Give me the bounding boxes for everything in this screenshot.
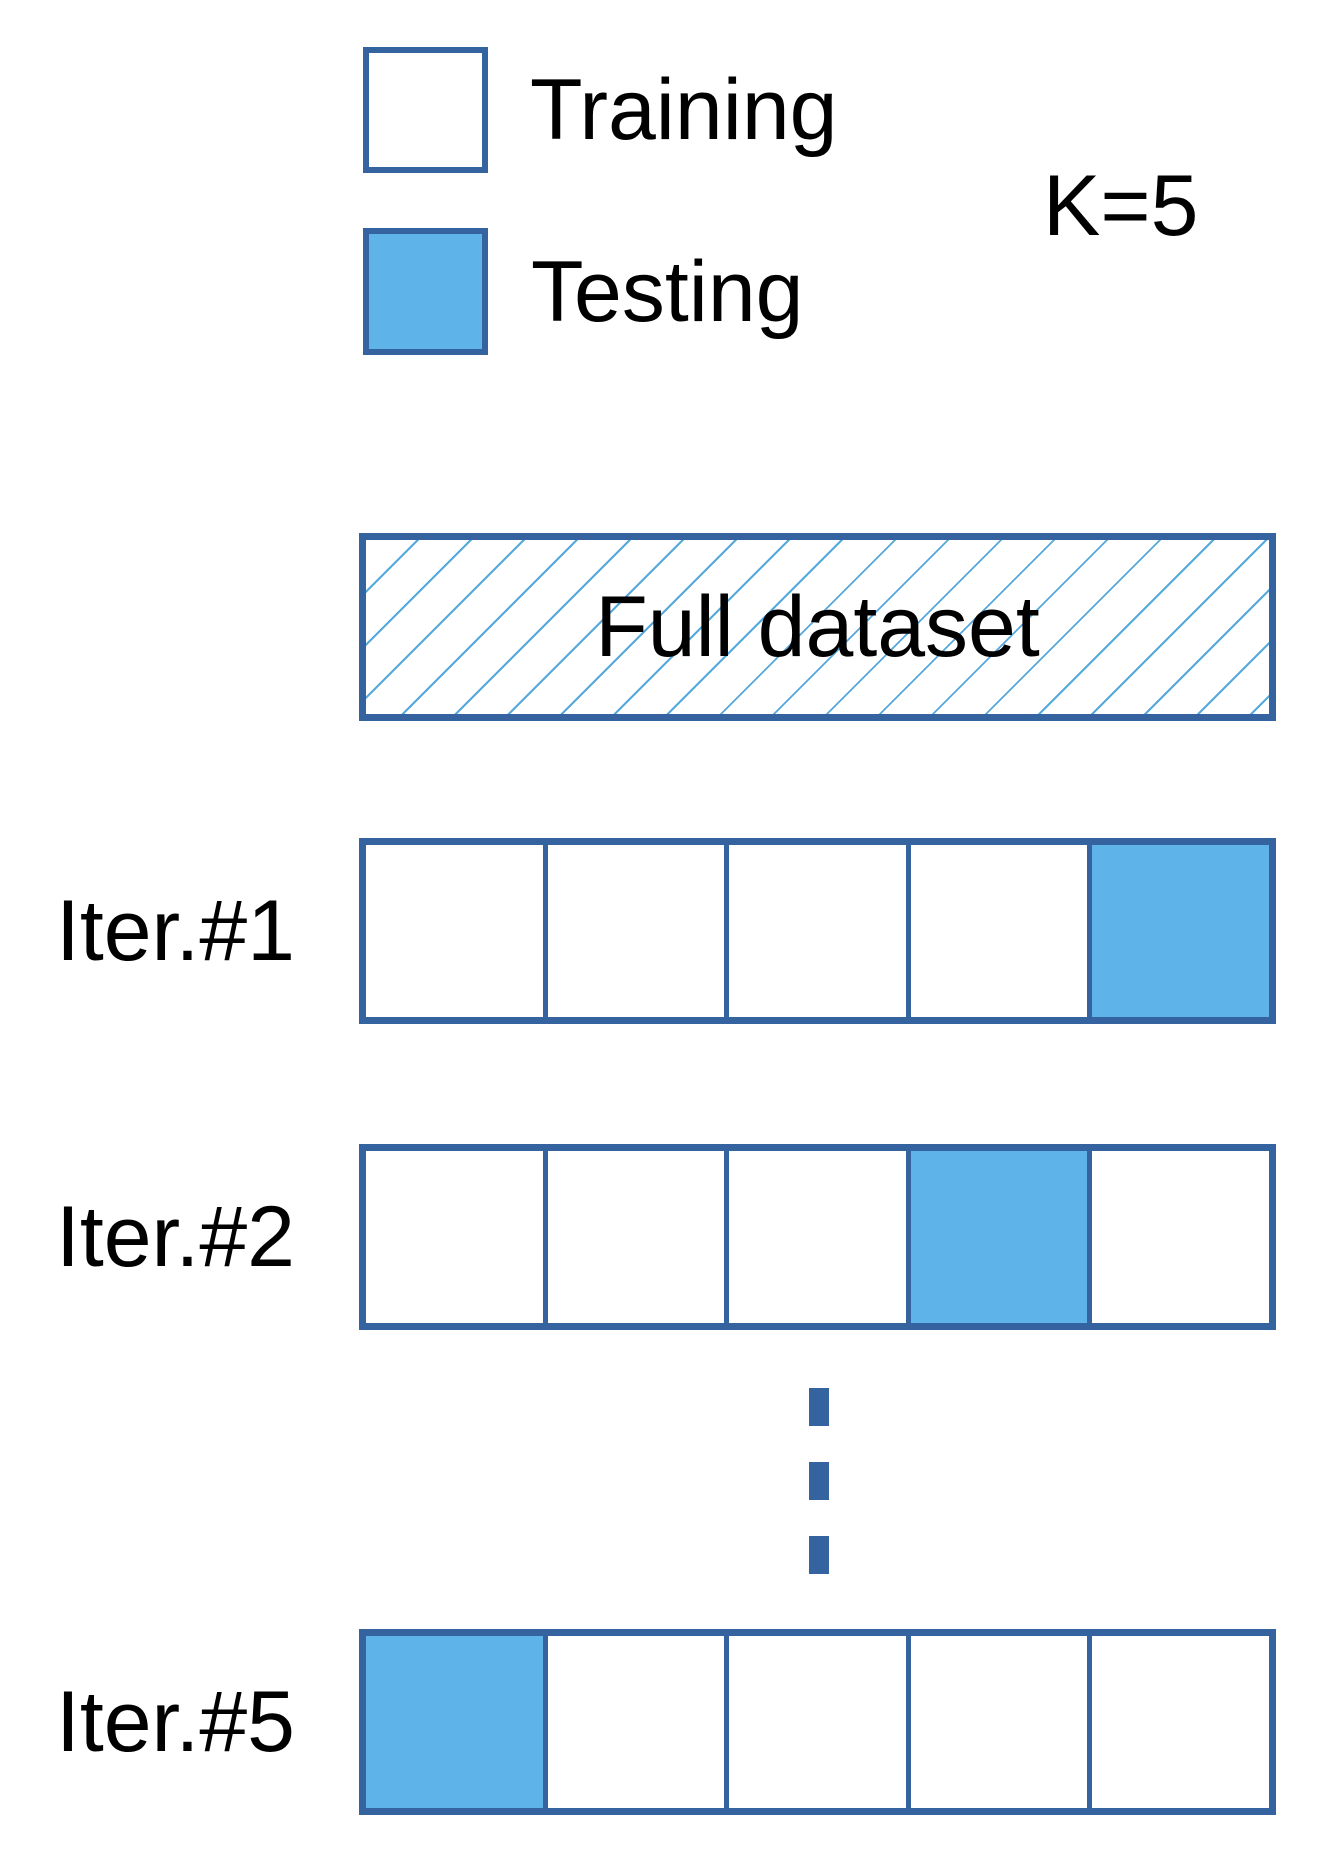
fold-cell bbox=[1087, 1636, 1269, 1808]
legend-testing-label: Testing bbox=[531, 243, 804, 340]
fold-cell bbox=[366, 1636, 543, 1808]
legend-training-label: Training bbox=[530, 62, 838, 158]
fold-cell bbox=[724, 1636, 906, 1808]
ellipsis-dash bbox=[809, 1388, 829, 1426]
fold-cell bbox=[724, 845, 906, 1017]
legend-training-swatch bbox=[363, 47, 488, 173]
full-dataset-bar: Full dataset bbox=[359, 533, 1276, 721]
fold-cell bbox=[905, 1636, 1088, 1808]
iteration-row-1: Iter.#1 bbox=[30, 838, 1276, 1024]
fold-cell bbox=[542, 1636, 725, 1808]
iteration-5-label: Iter.#5 bbox=[55, 1674, 295, 1770]
k-value-label: K=5 bbox=[1043, 158, 1199, 254]
ellipsis-dashes bbox=[809, 1388, 829, 1574]
iteration-2-label: Iter.#2 bbox=[55, 1189, 295, 1285]
fold-cell bbox=[905, 845, 1088, 1017]
ellipsis-dash bbox=[809, 1462, 829, 1500]
legend-testing-swatch bbox=[363, 228, 488, 355]
fold-cell bbox=[542, 845, 725, 1017]
iteration-5-bar bbox=[359, 1629, 1276, 1815]
full-dataset-label: Full dataset bbox=[595, 579, 1040, 675]
iteration-2-bar bbox=[359, 1144, 1276, 1330]
iteration-row-5: Iter.#5 bbox=[30, 1629, 1276, 1815]
iteration-1-label: Iter.#1 bbox=[55, 883, 295, 979]
fold-cell bbox=[542, 1151, 725, 1323]
fold-cell bbox=[1087, 1151, 1269, 1323]
iteration-1-bar bbox=[359, 838, 1276, 1024]
fold-cell bbox=[724, 1151, 906, 1323]
fold-cell bbox=[366, 1151, 543, 1323]
iteration-row-2: Iter.#2 bbox=[30, 1144, 1276, 1330]
fold-cell bbox=[905, 1151, 1088, 1323]
fold-cell bbox=[366, 845, 543, 1017]
ellipsis-dash bbox=[809, 1536, 829, 1574]
fold-cell bbox=[1087, 845, 1269, 1017]
